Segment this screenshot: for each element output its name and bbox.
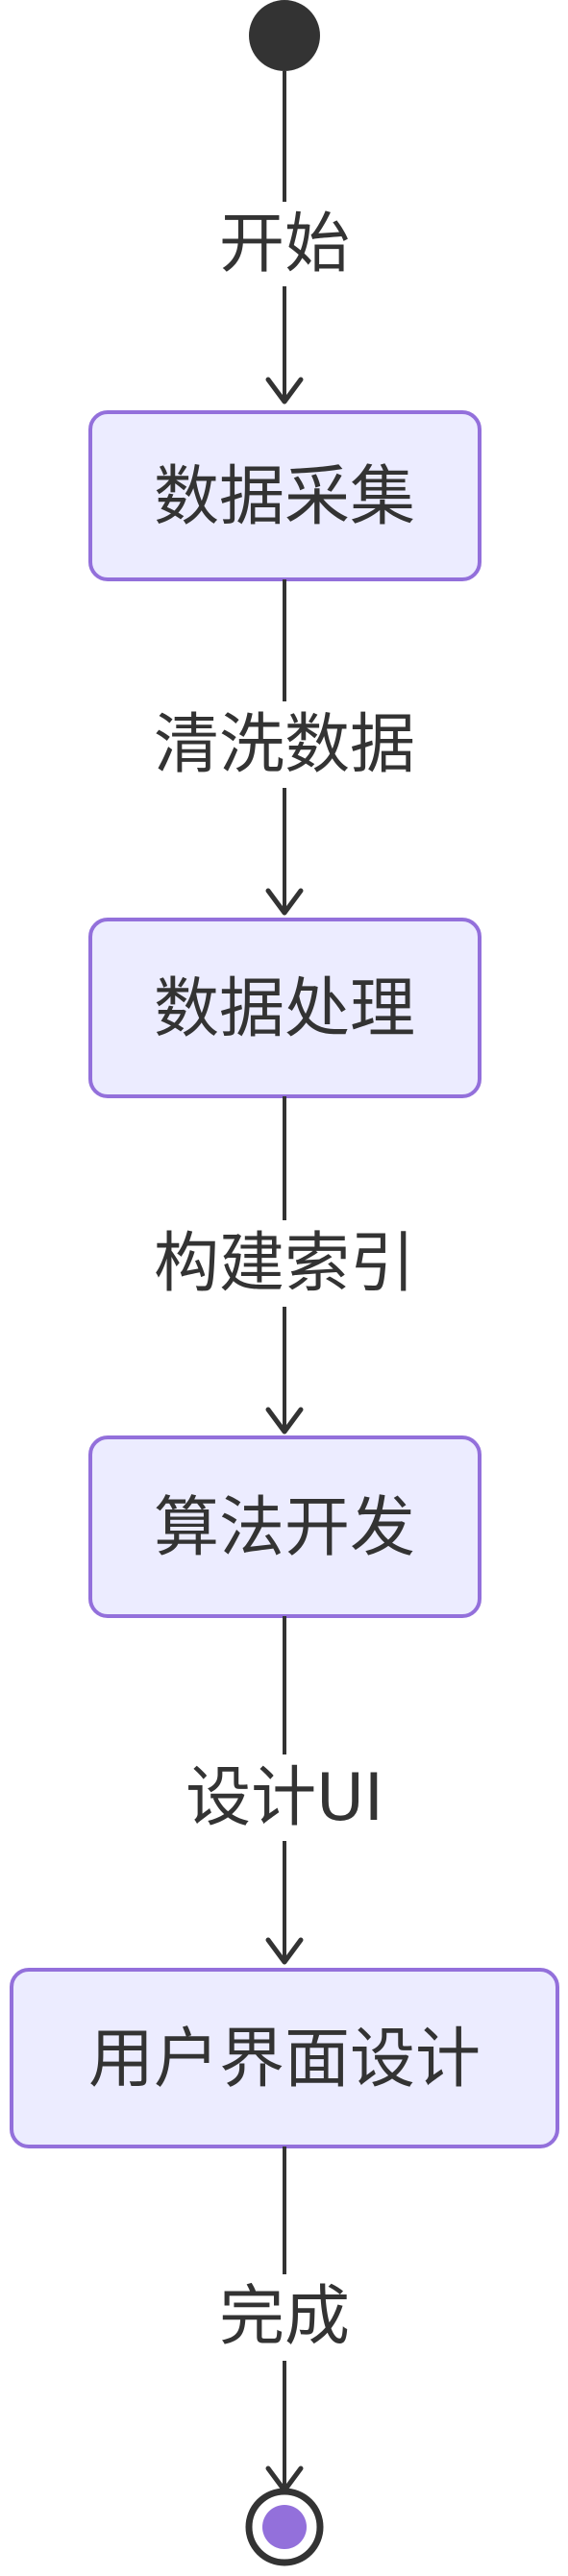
end-node: [245, 2488, 324, 2566]
edge-label-bg: [169, 1754, 400, 1841]
transition-ui-design-to-end: 完成: [206, 2147, 363, 2493]
state-data-collection: 数据采集: [88, 410, 482, 581]
edge-label-build-index: 构建索引: [154, 1226, 415, 1302]
state-algorithm-development: 算法开发: [88, 1435, 482, 1618]
end-node-inner-dot: [262, 2505, 307, 2549]
arrowhead-icon: [265, 377, 304, 405]
edge-label-design-ui: 设计UI: [185, 1760, 383, 1836]
arrowhead-icon: [265, 888, 304, 916]
state-user-interface-design: 用户界面设计: [10, 1968, 559, 2148]
edge-label-bg: [206, 2274, 363, 2361]
arrowhead-icon: [265, 1407, 304, 1435]
state-label-data-collection: 数据采集: [154, 459, 415, 535]
edge-label-start: 开始: [219, 207, 350, 282]
edge-label-complete: 完成: [219, 2279, 350, 2355]
transition-data-collection-to-processing: 清洗数据: [135, 579, 434, 916]
transition-algorithm-to-ui-design: 设计UI: [169, 1616, 400, 1965]
edge-label-bg: [212, 202, 357, 286]
state-label-user-interface-design: 用户界面设计: [88, 2022, 481, 2098]
edge-label-bg: [135, 1220, 434, 1307]
state-label-data-processing: 数据处理: [154, 971, 415, 1047]
transition-processing-to-algorithm: 构建索引: [135, 1096, 434, 1435]
edge-label-clean-data: 清洗数据: [154, 707, 415, 783]
start-node: [249, 0, 320, 71]
state-data-processing: 数据处理: [88, 918, 482, 1098]
edge-label-bg: [135, 701, 434, 788]
transition-start-to-data-collection: 开始: [212, 71, 357, 405]
arrowhead-icon: [265, 1937, 304, 1965]
state-label-algorithm-development: 算法开发: [154, 1490, 415, 1566]
